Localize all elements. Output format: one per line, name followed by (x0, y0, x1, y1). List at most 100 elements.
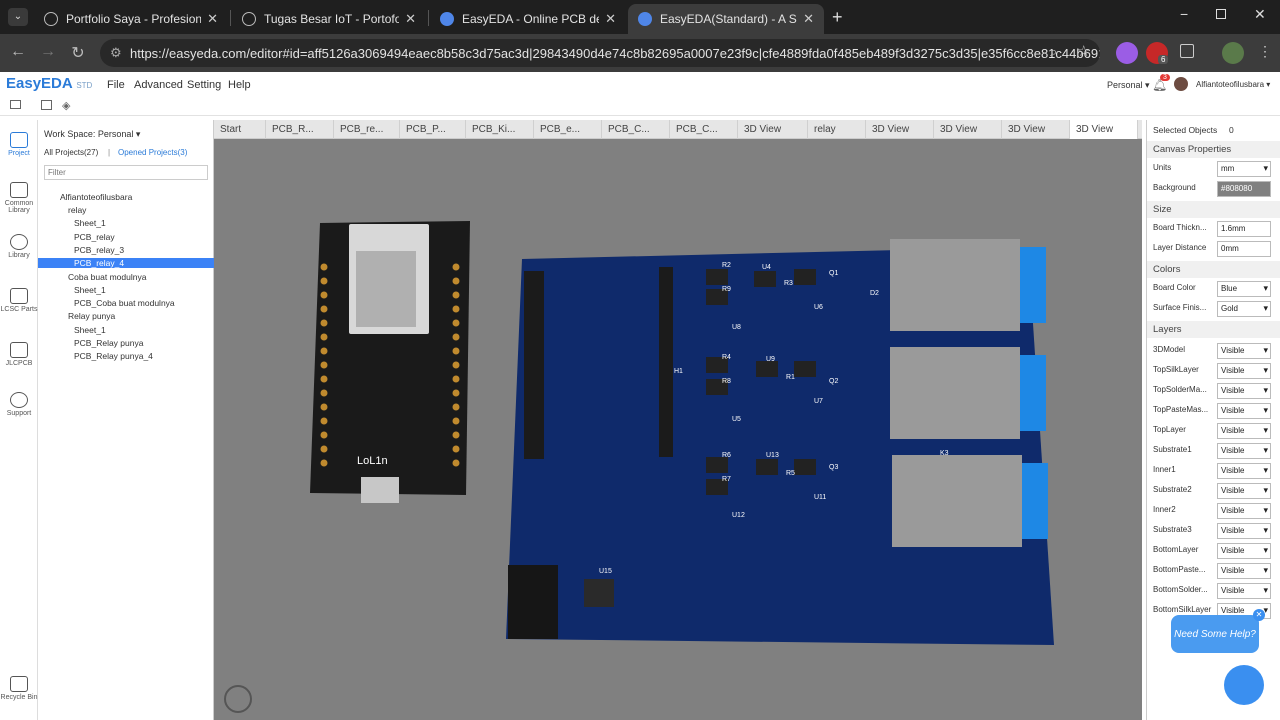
image-icon[interactable] (41, 100, 52, 110)
layer-visibility-select[interactable]: Visible (1217, 423, 1271, 439)
url-input[interactable]: ⚙ https://easyeda.com/editor#id=aff5126a… (100, 39, 1100, 67)
tree-item[interactable]: relay (68, 205, 87, 215)
tree-item[interactable]: PCB_Relay punya_4 (74, 351, 153, 362)
rail-common-library[interactable]: Common Library (0, 182, 38, 214)
layer-visibility-select[interactable]: Visible (1217, 523, 1271, 539)
layer-visibility-select[interactable]: Visible (1217, 543, 1271, 559)
tree-item[interactable]: Alfiantoteofilusbara (60, 192, 133, 202)
layer-visibility-select[interactable]: Visible (1217, 363, 1271, 379)
colors-header[interactable]: Colors (1147, 261, 1280, 278)
filter-input[interactable] (44, 165, 208, 180)
close-tab-icon[interactable]: ✕ (207, 11, 218, 26)
doc-tab[interactable]: PCB_re... (334, 120, 400, 139)
user-avatar[interactable] (1174, 77, 1188, 91)
size-header[interactable]: Size (1147, 201, 1280, 218)
canvas-properties-header[interactable]: Canvas Properties (1147, 141, 1280, 158)
menu-setting[interactable]: Setting (187, 79, 222, 91)
layer-visibility-select[interactable]: Visible (1217, 583, 1271, 599)
browser-menu-icon[interactable]: ⋮ (1258, 43, 1272, 59)
board-color-select[interactable]: Blue (1217, 281, 1271, 297)
site-info-icon[interactable]: ⚙ (110, 45, 122, 60)
doc-tab[interactable]: 3D View (1070, 120, 1138, 139)
layer-distance-input[interactable]: 0mm (1217, 241, 1271, 257)
account-dropdown[interactable]: Personal ▾ (1107, 80, 1150, 90)
layer-visibility-select[interactable]: Visible (1217, 383, 1271, 399)
layer-visibility-select[interactable]: Visible (1217, 343, 1271, 359)
zoom-icon[interactable]: ⌕ (1050, 44, 1058, 59)
opened-projects-link[interactable]: Opened Projects(3) (118, 148, 188, 157)
thickness-input[interactable]: 1.6mm (1217, 221, 1271, 237)
user-dropdown[interactable]: Alfiantoteofilusbara ▾ (1196, 80, 1271, 89)
close-help-icon[interactable]: ✕ (1253, 609, 1265, 621)
rail-support[interactable]: Support (0, 392, 38, 417)
doc-tab[interactable]: 3D View (934, 120, 1002, 139)
background-color-input[interactable]: #808080 (1217, 181, 1271, 197)
rotate-view-icon[interactable] (224, 685, 252, 713)
layers-header[interactable]: Layers (1147, 321, 1280, 338)
menu-advanced[interactable]: Advanced (134, 79, 183, 91)
doc-tab[interactable]: PCB_C... (670, 120, 738, 139)
extensions-puzzle-icon[interactable] (1180, 44, 1194, 58)
folder-icon[interactable] (10, 100, 21, 109)
notification-bell-icon[interactable]: 🔔︎ (1152, 78, 1168, 92)
rail-recycle-bin[interactable]: Recycle Bin (0, 676, 38, 701)
maximize-window-button[interactable] (1216, 9, 1226, 19)
close-tab-icon[interactable]: ✕ (405, 11, 416, 26)
doc-tab[interactable]: 3D View (866, 120, 934, 139)
all-projects-link[interactable]: All Projects(27) (44, 148, 99, 157)
layers-icon[interactable]: ◈ (62, 100, 71, 112)
profile-avatar[interactable] (1222, 42, 1244, 64)
bookmark-star-icon[interactable]: ☆ (1077, 43, 1091, 60)
doc-tab[interactable]: PCB_P... (400, 120, 466, 139)
back-button[interactable]: ← (10, 43, 26, 60)
rail-project[interactable]: Project (0, 132, 38, 157)
chat-button[interactable] (1224, 665, 1264, 705)
doc-tab[interactable]: PCB_e... (534, 120, 602, 139)
doc-tab[interactable]: Start (214, 120, 266, 139)
browser-tab-easyeda[interactable]: EasyEDA - Online PCB design & ✕ (430, 4, 626, 34)
layer-visibility-select[interactable]: Visible (1217, 443, 1271, 459)
tree-item[interactable]: Sheet_1 (74, 324, 106, 335)
rail-jlcpcb[interactable]: JLCPCB (0, 342, 38, 367)
doc-tab[interactable]: relay (808, 120, 866, 139)
reload-button[interactable]: ↻ (71, 45, 85, 62)
tab-search-button[interactable]: ⌄ (8, 8, 28, 26)
tree-item[interactable]: Coba buat modulnya (68, 271, 147, 282)
browser-tab-easyeda-standard[interactable]: EasyEDA(Standard) - A Simple a ✕ (628, 4, 824, 34)
tree-item[interactable]: Relay punya (68, 311, 116, 322)
menu-file[interactable]: File (107, 79, 125, 91)
rail-library[interactable]: Library (0, 234, 38, 259)
layer-visibility-select[interactable]: Visible (1217, 483, 1271, 499)
browser-tab-iot[interactable]: Tugas Besar IoT - Portofolio ✕ (232, 4, 426, 34)
doc-tab[interactable]: PCB_C... (602, 120, 670, 139)
doc-tab[interactable]: 3D View (738, 120, 808, 139)
menu-help[interactable]: Help (228, 79, 251, 91)
tree-item[interactable]: Sheet_1 (74, 284, 106, 295)
doc-tab[interactable]: PCB_R... (266, 120, 334, 139)
tree-item[interactable]: PCB_Relay punya (74, 338, 144, 348)
tree-item[interactable]: PCB_relay_3 (74, 244, 125, 255)
close-tab-icon[interactable]: ✕ (605, 11, 616, 26)
layer-visibility-select[interactable]: Visible (1217, 463, 1271, 479)
layer-visibility-select[interactable]: Visible (1217, 503, 1271, 519)
minimize-window-button[interactable]: − (1180, 6, 1189, 22)
doc-tab[interactable]: PCB_Ki... (466, 120, 534, 139)
close-tab-icon[interactable]: ✕ (803, 11, 814, 26)
rail-lcsc-parts[interactable]: LCSC Parts (0, 288, 38, 313)
doc-tab[interactable]: 3D View (1002, 120, 1070, 139)
layer-visibility-select[interactable]: Visible (1217, 563, 1271, 579)
tree-item[interactable]: PCB_Coba buat modulnya (74, 298, 175, 309)
tree-item[interactable]: PCB_relay (74, 231, 115, 242)
help-bubble[interactable]: Need Some Help? (1171, 615, 1259, 653)
layer-visibility-select[interactable]: Visible (1217, 403, 1271, 419)
close-window-button[interactable]: ✕ (1254, 6, 1266, 22)
browser-tab-portfolio[interactable]: Portfolio Saya - Profesional Cre ✕ (34, 4, 228, 34)
workspace-dropdown[interactable]: Work Space: Personal ▾ (44, 129, 141, 139)
tree-item[interactable]: Sheet_1 (74, 218, 106, 229)
extension-icon[interactable] (1116, 42, 1138, 64)
forward-button[interactable]: → (40, 43, 56, 60)
new-tab-button[interactable]: + (832, 7, 843, 27)
tree-item[interactable]: PCB_relay_4 (38, 258, 214, 269)
surface-finish-select[interactable]: Gold (1217, 301, 1271, 317)
